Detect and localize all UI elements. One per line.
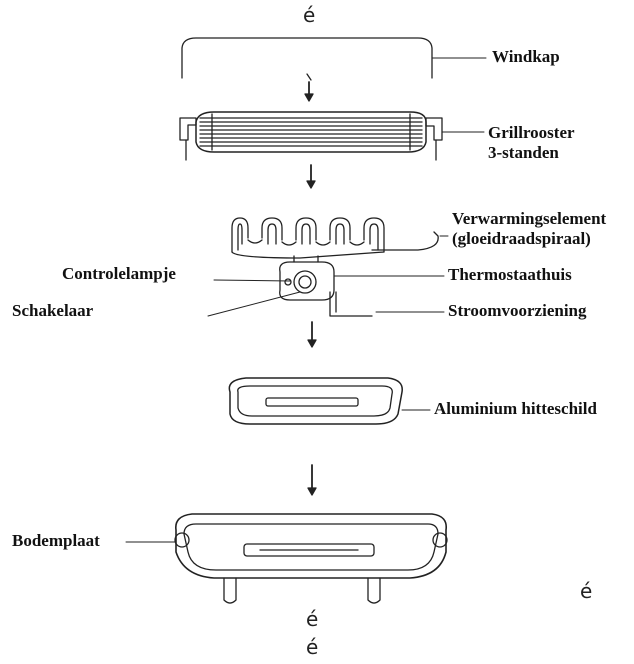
hitteschild-part <box>228 377 403 425</box>
label-verwarmingselement-line2: (gloeidraadspiraal) <box>452 229 591 248</box>
label-thermostaathuis: Thermostaathuis <box>448 265 572 284</box>
label-hitteschild: Aluminium hitteschild <box>434 399 597 418</box>
label-windkap: Windkap <box>492 47 560 66</box>
arrow-1 <box>304 81 314 102</box>
stray-glyph-bottom-2: é <box>306 635 319 659</box>
label-grillrooster-line1: Grillrooster <box>488 123 575 142</box>
label-bodemplaat: Bodemplaat <box>12 531 100 550</box>
arrow-3 <box>307 321 317 348</box>
bodemplaat-part <box>174 513 448 604</box>
label-grillrooster-line2: 3-standen <box>488 143 559 162</box>
label-stroomvoorziening: Stroomvoorziening <box>448 301 587 320</box>
stray-glyph-bottom-1: é <box>306 607 319 631</box>
verwarmingselement-part <box>231 217 439 259</box>
thermostaathuis-part <box>279 255 373 317</box>
stray-glyph-top: é <box>303 3 316 27</box>
label-schakelaar: Schakelaar <box>12 301 94 320</box>
leader-lines <box>125 57 487 543</box>
windkap-part <box>181 37 433 81</box>
arrow-4 <box>307 464 317 496</box>
label-verwarmingselement-line1: Verwarmingselement <box>452 209 607 228</box>
arrow-2 <box>306 164 316 189</box>
grillrooster-part <box>179 111 443 161</box>
stray-glyph-right: é <box>580 579 593 603</box>
label-controlelampje: Controlelampje <box>62 264 176 283</box>
